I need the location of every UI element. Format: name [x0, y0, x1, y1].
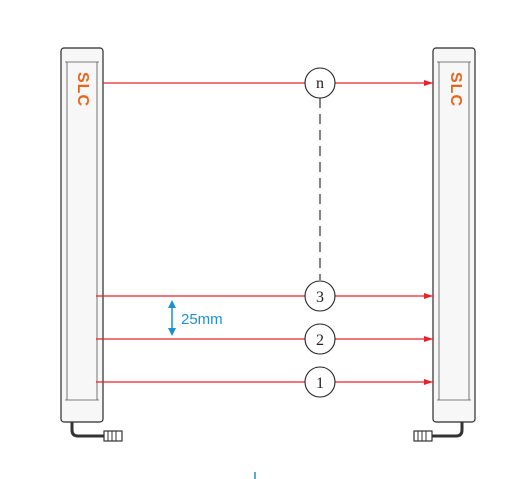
- beam-label-n: n: [304, 67, 336, 99]
- svg-text:n: n: [316, 75, 324, 92]
- beam-label-1: 1: [304, 366, 336, 398]
- beam-n: [103, 80, 433, 86]
- beam-3: [96, 293, 433, 299]
- svg-text:3: 3: [316, 289, 324, 306]
- receiver-logo: SLC: [447, 72, 464, 107]
- svg-text:2: 2: [316, 332, 324, 349]
- spacing-label: 25mm: [181, 311, 223, 328]
- svg-text:1: 1: [316, 375, 324, 392]
- beam-2: [96, 336, 433, 342]
- beam-label-3: 3: [304, 280, 336, 312]
- beam-1: [96, 379, 433, 385]
- receiver-bar: SLC: [413, 47, 476, 442]
- spacing-dimension: 25mm: [168, 300, 223, 336]
- emitter-bar: SLC: [60, 47, 123, 442]
- emitter-logo: SLC: [74, 72, 91, 107]
- beam-label-2: 2: [304, 323, 336, 355]
